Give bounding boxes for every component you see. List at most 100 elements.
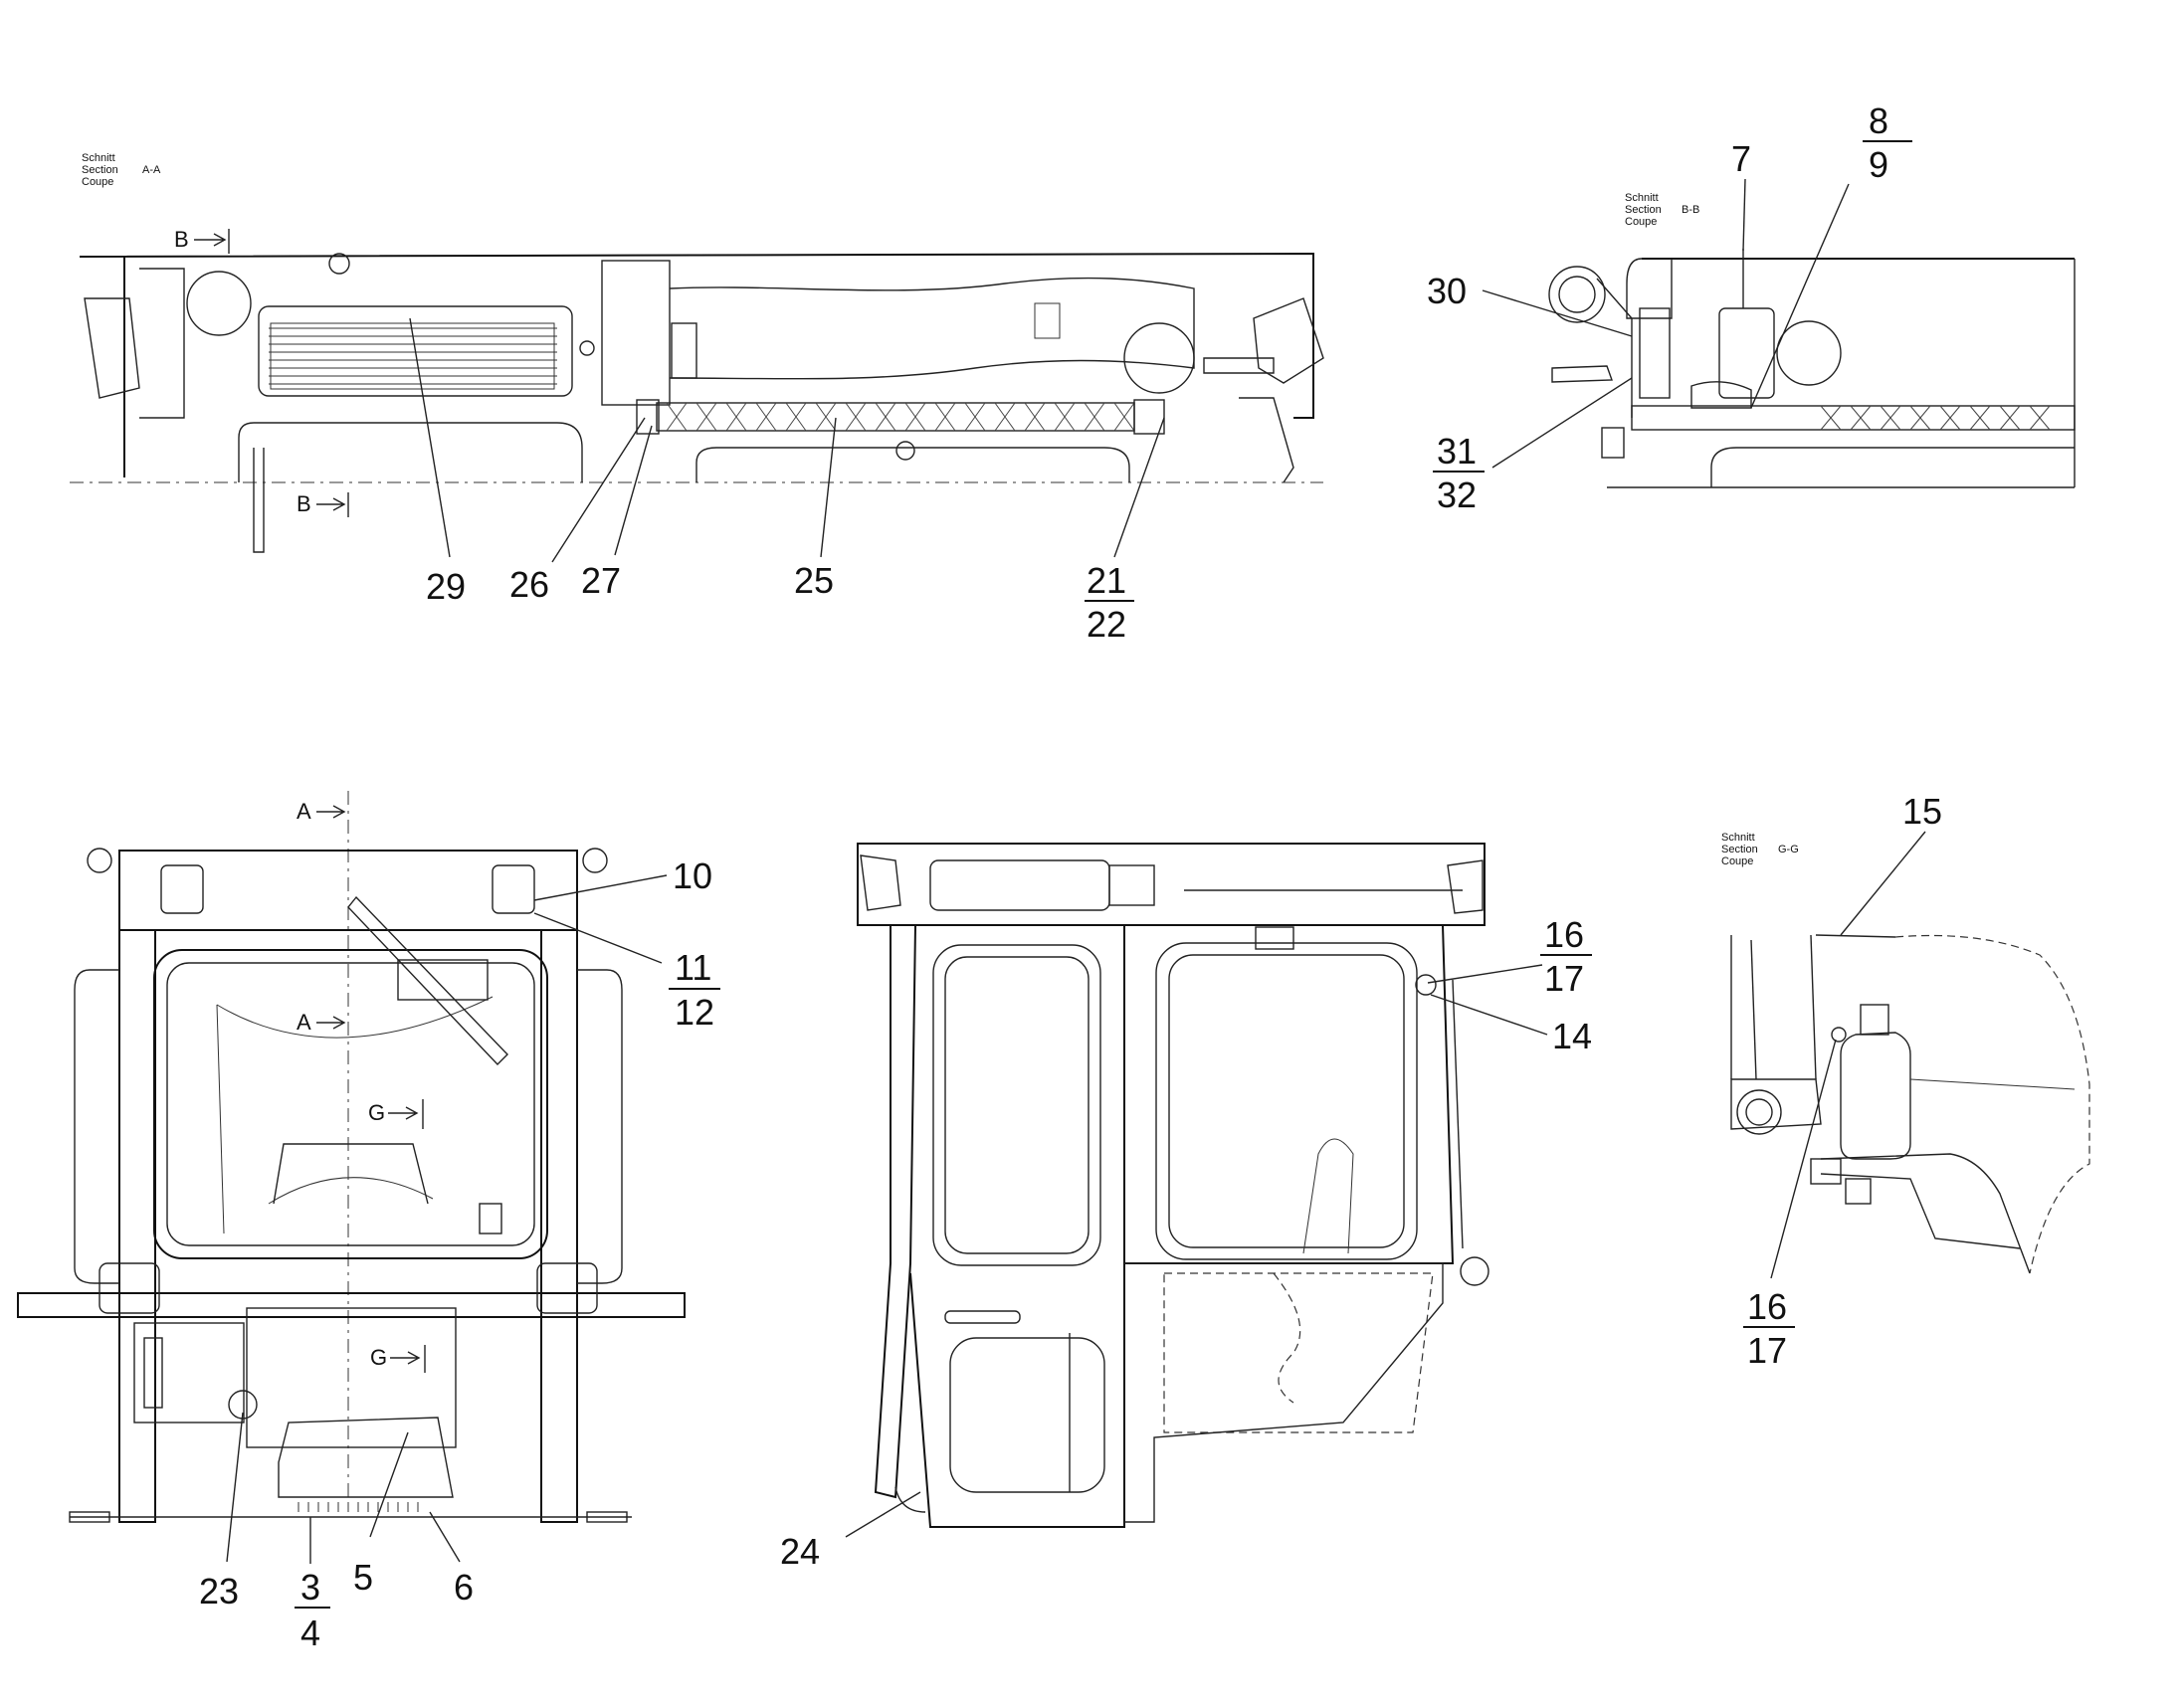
- aa-fan-motor: [1123, 322, 1195, 394]
- aa-handle-rod: [253, 448, 265, 553]
- bb-ceiling-hatch: [1820, 405, 2051, 431]
- callout-21: 21: [1087, 560, 1126, 601]
- front-mount-right: [582, 848, 608, 873]
- section-gg-label-2: Section: [1721, 844, 1758, 855]
- cut-b-top-arrow: [194, 233, 227, 247]
- aa-clip-right: [1133, 399, 1165, 435]
- leader-31: [1491, 377, 1633, 469]
- front-lamp-right: [492, 864, 535, 914]
- side-rear-pivot: [1460, 1256, 1489, 1286]
- gg-mid-line: [1909, 1078, 2076, 1090]
- aa-roof-outline: [79, 252, 1314, 419]
- section-aa-label-1: Schnitt: [82, 152, 115, 164]
- front-wiper-arc-top: [216, 996, 494, 1039]
- bb-roof-bend: [1626, 258, 1673, 319]
- cut-g-bottom-arrow: [390, 1351, 421, 1365]
- callout-7: 7: [1731, 138, 1751, 179]
- bb-clip: [1690, 381, 1752, 409]
- callout-23: 23: [199, 1571, 239, 1612]
- aa-right-strut: [1239, 397, 1294, 483]
- aa-duct-tab: [1034, 302, 1061, 339]
- leader-10: [533, 874, 668, 901]
- gg-post-right: [1810, 934, 1817, 1080]
- section-bb-label-1: Schnitt: [1625, 192, 1659, 204]
- callout-16a: 16: [1544, 914, 1584, 955]
- leader-16b: [1770, 1039, 1837, 1279]
- leader-11: [533, 912, 663, 964]
- aa-screw: [579, 340, 595, 356]
- callout-24: 24: [780, 1531, 820, 1572]
- gg-screw: [1831, 1027, 1847, 1043]
- front-louvre: [143, 1337, 163, 1409]
- gg-post-inner: [1750, 939, 1757, 1080]
- callout-30: 30: [1427, 271, 1467, 311]
- section-bb-view: Schnitt Section Coupe B-B 7 8 9 30 3: [1427, 100, 2076, 515]
- gg-lower-line: [1820, 1173, 2021, 1249]
- bb-window-frame: [1710, 447, 2075, 487]
- aa-filter-housing: [258, 305, 573, 397]
- section-gg-id: G-G: [1778, 844, 1799, 855]
- callout-3: 3: [300, 1567, 320, 1608]
- aa-filter-grille: [269, 322, 557, 390]
- callout-4: 4: [300, 1613, 320, 1653]
- side-door-lower-window: [949, 1337, 1105, 1493]
- bb-side-bar: [1551, 365, 1613, 383]
- side-seat-base: [1163, 1272, 1434, 1433]
- cut-a-top-letter: A: [297, 799, 311, 824]
- front-wiper-motor: [397, 959, 489, 1001]
- callout-15: 15: [1902, 791, 1942, 832]
- front-lamp-left: [160, 864, 204, 914]
- side-cable: [1273, 1272, 1301, 1404]
- aa-right-lamp: [1253, 297, 1324, 384]
- side-roof-block: [1108, 864, 1155, 906]
- side-door-handle: [944, 1310, 1021, 1324]
- cut-b-bottom-arrow: [316, 497, 346, 511]
- gg-body-contour: [1894, 934, 2090, 1274]
- front-hinge-left: [99, 1262, 160, 1314]
- section-aa-id: A-A: [142, 164, 161, 176]
- gg-pivot-ring: [1736, 1089, 1782, 1135]
- aa-window-frame-left: [238, 422, 583, 482]
- callout-27: 27: [581, 560, 621, 601]
- cut-a-top-arrow: [316, 805, 346, 819]
- gg-lower-panel: [1820, 1153, 2031, 1274]
- cut-g-top-arrow: [388, 1106, 419, 1120]
- callout-31: 31: [1437, 431, 1477, 472]
- leader-21: [1113, 417, 1165, 558]
- side-roof: [857, 843, 1486, 926]
- aa-blower-round: [186, 271, 252, 336]
- side-rear-window-inner: [1168, 954, 1405, 1248]
- side-roof-vent: [929, 859, 1110, 911]
- side-front-post: [874, 924, 917, 1499]
- side-rear-rail: [1452, 979, 1464, 1249]
- leader-30: [1482, 289, 1633, 337]
- callout-26: 26: [509, 564, 549, 605]
- aa-lamp-bracket: [1203, 357, 1275, 374]
- side-hinge-bottom: [894, 1486, 926, 1513]
- cut-b-top-letter: B: [174, 227, 189, 252]
- front-side-panel-left: [133, 1322, 245, 1423]
- aa-duct-block: [601, 260, 671, 406]
- bb-mount-arm: [1596, 278, 1633, 418]
- front-heater-box: [278, 1417, 454, 1498]
- aa-ceiling-panel: [656, 402, 1135, 432]
- leader-8: [1750, 183, 1850, 409]
- leader-26: [551, 417, 646, 563]
- leader-29: [409, 317, 451, 558]
- front-mount-left: [87, 848, 112, 873]
- gg-pivot-hole: [1745, 1098, 1773, 1126]
- callout-22: 22: [1087, 604, 1126, 645]
- front-foot-left: [69, 1511, 110, 1523]
- side-door-frame: [909, 924, 1125, 1528]
- callout-29: 29: [426, 566, 466, 607]
- section-gg-label-1: Schnitt: [1721, 832, 1755, 844]
- aa-lamp-dome: [895, 441, 915, 461]
- section-aa-view: Schnitt Section Coupe A-A: [70, 152, 1324, 645]
- section-gg-label-3: Coupe: [1721, 855, 1753, 867]
- callout-32: 32: [1437, 474, 1477, 515]
- leader-27: [614, 425, 653, 556]
- aa-window-frame-right: [695, 447, 1130, 482]
- front-wiper-arm: [347, 895, 508, 1066]
- side-door-window-inner: [944, 956, 1090, 1254]
- leader-24: [845, 1491, 921, 1538]
